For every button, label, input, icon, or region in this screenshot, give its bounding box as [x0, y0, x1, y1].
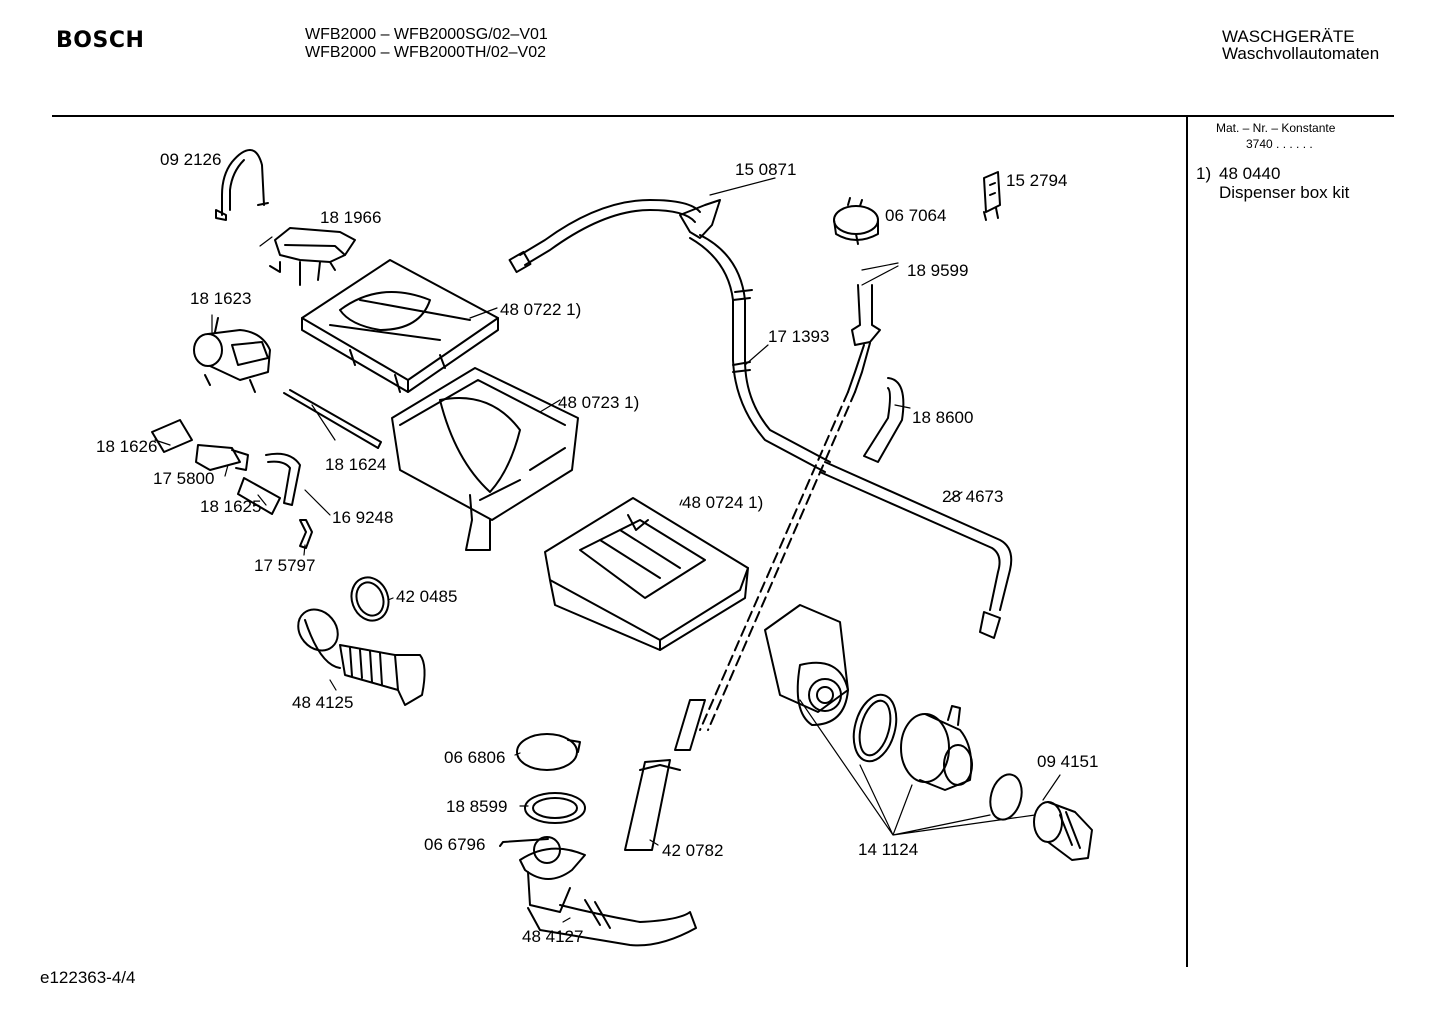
part-label: 18 8600 — [912, 408, 974, 427]
part-label: 14 1124 — [858, 840, 919, 859]
hose-clamp-tab — [567, 739, 581, 753]
header-divider — [52, 115, 1394, 117]
part-label: 18 1623 — [190, 289, 252, 308]
sump-hose-part — [499, 836, 697, 947]
hook-clip-part — [215, 149, 269, 221]
part-label: 09 2126 — [160, 150, 222, 169]
filter-plug-part — [1033, 801, 1093, 861]
leader-lines — [154, 177, 1061, 923]
sealing-ring-part — [524, 792, 586, 824]
pump-seal-inner — [858, 699, 892, 757]
category-title: WASCHGERÄTE — [1222, 27, 1355, 46]
part-label: 06 7064 — [885, 206, 947, 225]
part-label: 17 5800 — [153, 469, 215, 488]
part-label: 17 5797 — [254, 556, 316, 575]
part-label: 28 4673 — [942, 487, 1004, 506]
dispenser-housing-part — [391, 367, 579, 551]
part-label: 18 1966 — [320, 208, 382, 227]
brand-logo: BOSCH — [56, 28, 145, 53]
category-subtitle: Waschvollautomaten — [1222, 44, 1380, 63]
mat-nr-value: 3740 . . . . . . — [1246, 137, 1313, 151]
filter-seal-ring — [989, 773, 1023, 821]
detergent-drawer-part — [544, 497, 749, 651]
pump-cover-part — [900, 705, 973, 791]
part-label: 42 0485 — [396, 587, 458, 606]
part-label: 48 0723 1) — [558, 393, 640, 412]
sealing-ring-inner — [532, 797, 578, 819]
inlet-hose-part — [508, 199, 831, 473]
water-valve-part — [193, 317, 271, 393]
part-label: 42 0782 — [662, 841, 724, 860]
part-label: 18 1624 — [325, 455, 387, 474]
rod-part — [283, 389, 382, 449]
note-description: Dispenser box kit — [1219, 183, 1350, 202]
pump-seal-ring — [852, 693, 898, 763]
part-label: 18 1626 — [96, 437, 158, 456]
dispenser-lid-part — [301, 259, 499, 393]
part-label: 48 4125 — [292, 693, 354, 712]
dispenser-bracket-part — [269, 227, 356, 286]
note-marker: 1) — [1196, 164, 1212, 183]
part-label: 15 2794 — [1006, 171, 1068, 190]
part-label: 48 4127 — [522, 927, 584, 946]
pipe-part — [819, 461, 1013, 639]
ring-seal-part — [350, 576, 390, 622]
side-panel-divider — [1186, 116, 1188, 967]
connector-part — [983, 171, 1001, 221]
note-part-number: 48 0440 — [1219, 164, 1281, 183]
part-label: 18 8599 — [446, 797, 508, 816]
sensor-tube-part — [624, 284, 881, 851]
model-line-1: WFB2000 – WFB2000SG/02–V01 — [305, 26, 548, 43]
drain-pump-part — [764, 604, 849, 726]
bellows-hose-part — [297, 608, 426, 706]
document-id: e122363-4/4 — [40, 968, 136, 987]
part-label: 16 9248 — [332, 508, 394, 527]
part-label: 18 9599 — [907, 261, 969, 280]
part-label: 09 4151 — [1037, 752, 1099, 771]
part-label: 48 0724 1) — [682, 493, 764, 512]
pressure-switch-part — [833, 197, 879, 245]
small-fittings-part — [151, 419, 313, 549]
part-label: 18 1625 — [200, 497, 262, 516]
model-line-2: WFB2000 – WFB2000TH/02–V02 — [305, 44, 547, 61]
mat-nr-header: Mat. – Nr. – Konstante — [1216, 121, 1336, 135]
part-label: 15 0871 — [735, 160, 797, 179]
ring-seal-inner — [355, 581, 385, 617]
tube-part — [863, 377, 905, 463]
part-label: 06 6806 — [444, 748, 506, 767]
part-label: 17 1393 — [768, 327, 830, 346]
part-label: 06 6796 — [424, 835, 486, 854]
part-label: 48 0722 1) — [500, 300, 582, 319]
